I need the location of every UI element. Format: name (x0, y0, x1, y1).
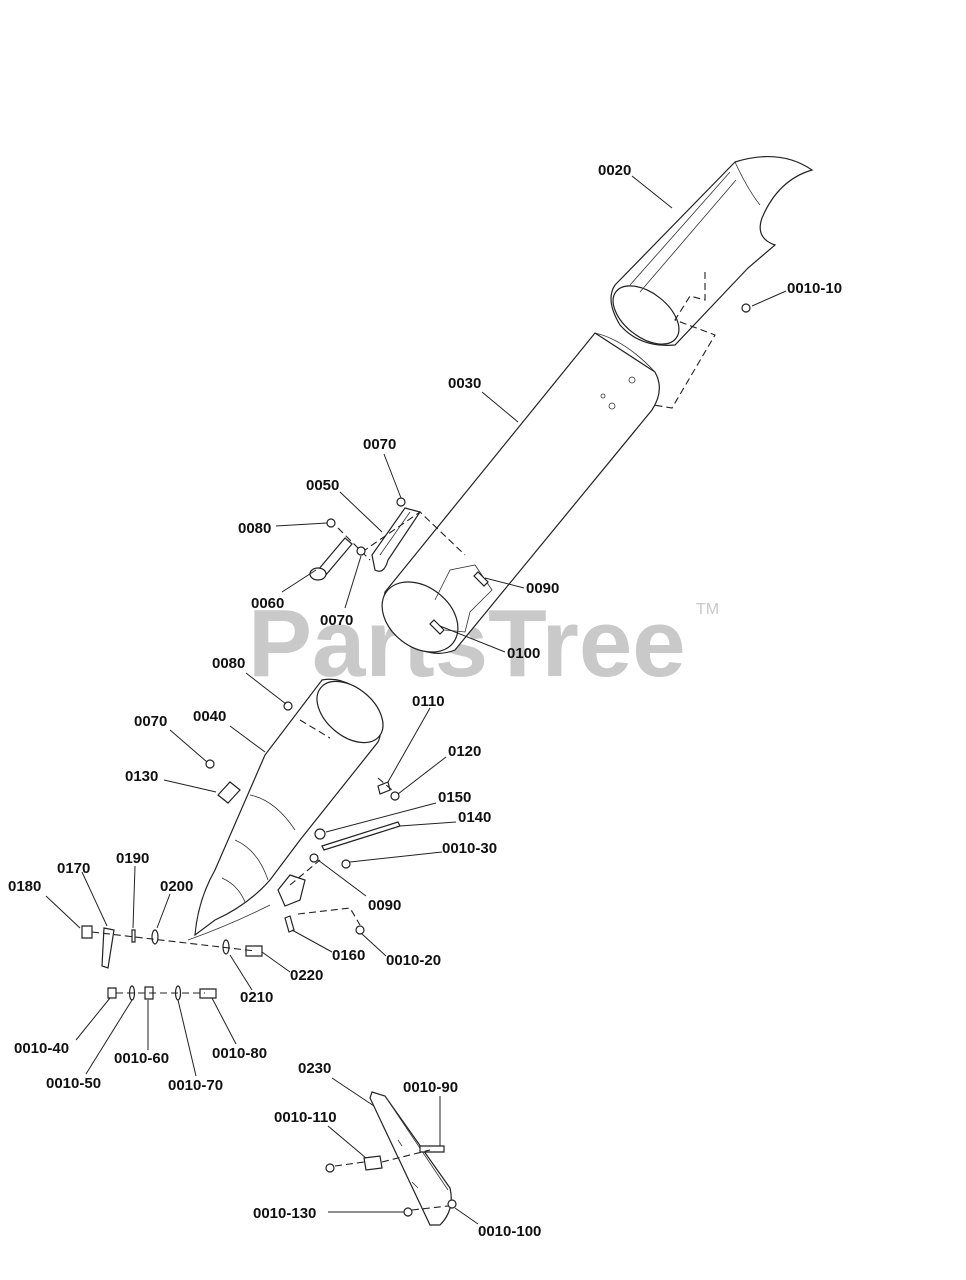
part-0050-handle-bracket[interactable] (371, 507, 421, 572)
part-0120-screw[interactable] (390, 791, 400, 801)
label-0140[interactable]: 0140 (458, 809, 491, 826)
label-0010-20[interactable]: 0010-20 (386, 952, 441, 969)
part-0060-knob[interactable] (309, 537, 353, 581)
part-0130-bracket[interactable] (217, 781, 241, 804)
part-0040-nozzle[interactable] (187, 669, 395, 941)
part-0090a-spring[interactable] (473, 571, 489, 587)
part-0200-washer[interactable] (151, 929, 159, 945)
label-0210[interactable]: 0210 (240, 989, 273, 1006)
label-0070-a[interactable]: 0070 (363, 436, 396, 453)
label-0020[interactable]: 0020 (598, 162, 631, 179)
part-0210-washer[interactable] (222, 939, 230, 955)
leader-lines (45, 175, 787, 1225)
label-0150[interactable]: 0150 (438, 789, 471, 806)
label-0010-100[interactable]: 0010-100 (478, 1223, 541, 1240)
label-0160[interactable]: 0160 (332, 947, 365, 964)
part-0010-20-bolt[interactable] (355, 925, 365, 935)
label-0010-70[interactable]: 0010-70 (168, 1077, 223, 1094)
label-0190[interactable]: 0190 (116, 850, 149, 867)
label-0050[interactable]: 0050 (306, 477, 339, 494)
label-0010-60[interactable]: 0010-60 (114, 1050, 169, 1067)
label-0080-a[interactable]: 0080 (238, 520, 271, 537)
dash-0040-fasteners (289, 719, 393, 926)
label-0030[interactable]: 0030 (448, 375, 481, 392)
part-0150-rod-end[interactable] (314, 828, 326, 840)
label-0010-90[interactable]: 0010-90 (403, 1079, 458, 1096)
label-0230[interactable]: 0230 (298, 1060, 331, 1077)
part-0010-80-bolt[interactable] (199, 988, 217, 999)
label-0090-b[interactable]: 0090 (368, 897, 401, 914)
part-0080a-nut[interactable] (326, 518, 336, 528)
part-0160-pin[interactable] (284, 915, 295, 933)
label-0100[interactable]: 0100 (507, 645, 540, 662)
label-0070-b[interactable]: 0070 (320, 612, 353, 629)
part-0010-30-nut[interactable] (341, 859, 351, 869)
part-0170-lever[interactable] (101, 927, 115, 969)
part-0190-spacer[interactable] (131, 929, 136, 943)
dash-0230-fasteners (334, 1149, 449, 1211)
label-0080-b[interactable]: 0080 (212, 655, 245, 672)
part-0140-rod[interactable] (321, 821, 401, 851)
part-0230-plate[interactable] (369, 1091, 452, 1226)
dash-0050-0060 (337, 511, 466, 561)
part-0220-bolt[interactable] (245, 945, 263, 957)
label-0090-a[interactable]: 0090 (526, 580, 559, 597)
label-0120[interactable]: 0120 (448, 743, 481, 760)
dash-0010-10 (609, 272, 716, 409)
part-0070a-washer[interactable] (396, 497, 406, 507)
label-0110[interactable]: 0110 (412, 693, 445, 710)
part-0030-tube[interactable] (368, 332, 660, 666)
label-0070-c[interactable]: 0070 (134, 713, 167, 730)
part-0020-deflector[interactable] (603, 155, 814, 356)
part-0010-90-bolt[interactable] (419, 1145, 445, 1153)
label-0040[interactable]: 0040 (193, 708, 226, 725)
part-0010-130-nut[interactable] (325, 1163, 413, 1217)
dash-0170-0220 (91, 931, 256, 952)
label-0010-80[interactable]: 0010-80 (212, 1045, 267, 1062)
part-0010-110-spacer[interactable] (363, 1155, 383, 1171)
part-0090b-spring[interactable] (309, 853, 319, 863)
label-0200[interactable]: 0200 (160, 878, 193, 895)
part-0010-100-bolt[interactable] (447, 1199, 457, 1209)
label-0170[interactable]: 0170 (57, 860, 90, 877)
label-0220[interactable]: 0220 (290, 967, 323, 984)
label-0180[interactable]: 0180 (8, 878, 41, 895)
label-0010-50[interactable]: 0010-50 (46, 1075, 101, 1092)
callout-labels: 0020 0010-10 0030 0070 0050 0080 0060 00… (8, 162, 842, 1240)
part-0070b-washer[interactable] (356, 546, 366, 556)
label-0010-110[interactable]: 0010-110 (274, 1109, 337, 1126)
label-0010-130[interactable]: 0010-130 (253, 1205, 316, 1222)
label-0010-10[interactable]: 0010-10 (787, 280, 842, 297)
part-0070c-washer[interactable] (205, 759, 215, 769)
label-0130[interactable]: 0130 (125, 768, 158, 785)
part-0180-nut[interactable] (81, 925, 93, 939)
part-0010-40-nut[interactable] (107, 987, 117, 999)
label-0010-40[interactable]: 0010-40 (14, 1040, 69, 1057)
watermark-trademark: TM (696, 601, 719, 618)
label-0010-30[interactable]: 0010-30 (442, 840, 497, 857)
label-0060[interactable]: 0060 (251, 595, 284, 612)
part-0010-10-bolt[interactable] (741, 303, 751, 313)
part-0110-clip[interactable] (377, 781, 391, 795)
